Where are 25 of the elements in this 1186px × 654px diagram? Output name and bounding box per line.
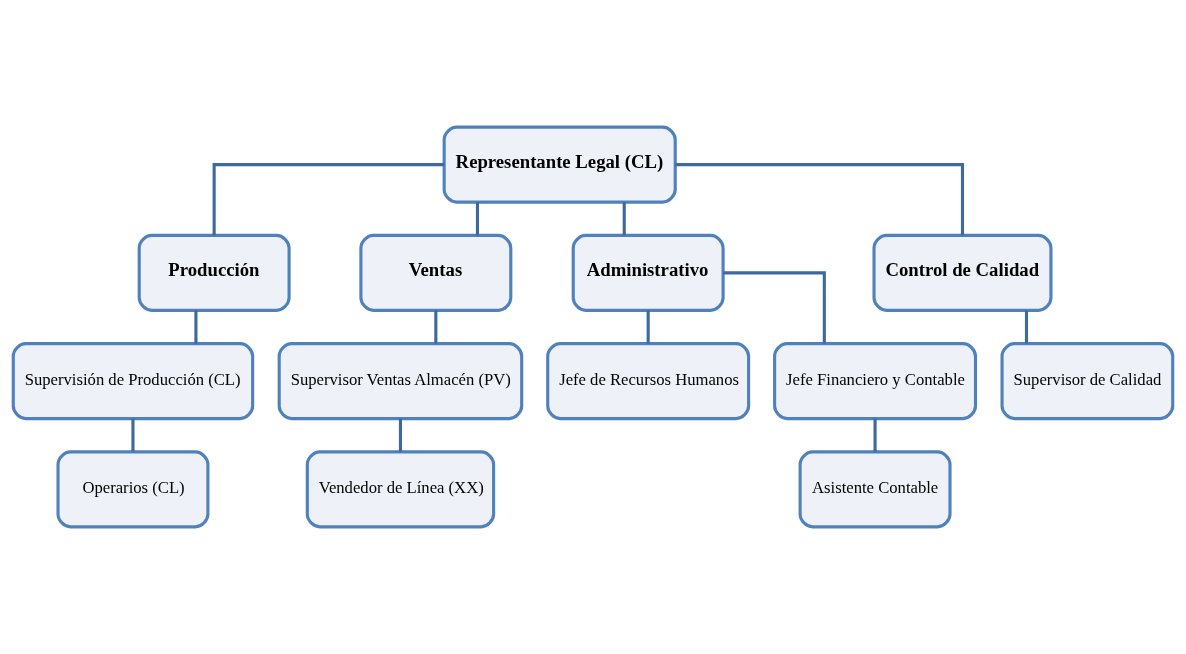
connector	[723, 271, 826, 344]
node-box: Ventas	[359, 233, 513, 312]
node-box: Control de Calidad	[872, 233, 1053, 312]
node-box: Jefe de Recursos Humanos	[546, 342, 751, 421]
connector	[131, 418, 135, 452]
connector	[212, 163, 445, 236]
node-box: Supervisor Ventas Almacén (PV)	[277, 342, 524, 421]
connector	[434, 310, 438, 344]
connector	[1024, 310, 1029, 344]
node-box: Asistente Contable	[798, 450, 952, 529]
node-box: Vendedor de Línea (XX)	[305, 450, 496, 529]
connector	[622, 202, 626, 236]
node-box: Producción	[137, 233, 291, 312]
connector	[398, 418, 402, 452]
connector	[646, 310, 650, 344]
node-box: Jefe Financiero y Contable	[773, 342, 978, 421]
node-box: Operarios (CL)	[56, 450, 210, 529]
connector	[194, 310, 198, 344]
connector	[675, 163, 965, 236]
node-box: Representante Legal (CL)	[442, 125, 677, 204]
node-box: Supervisión de Producción (CL)	[11, 342, 255, 421]
node-box: Supervisor de Calidad	[1000, 342, 1175, 421]
node-box: Administrativo	[571, 233, 725, 312]
connector	[475, 202, 480, 236]
connector	[873, 418, 877, 452]
